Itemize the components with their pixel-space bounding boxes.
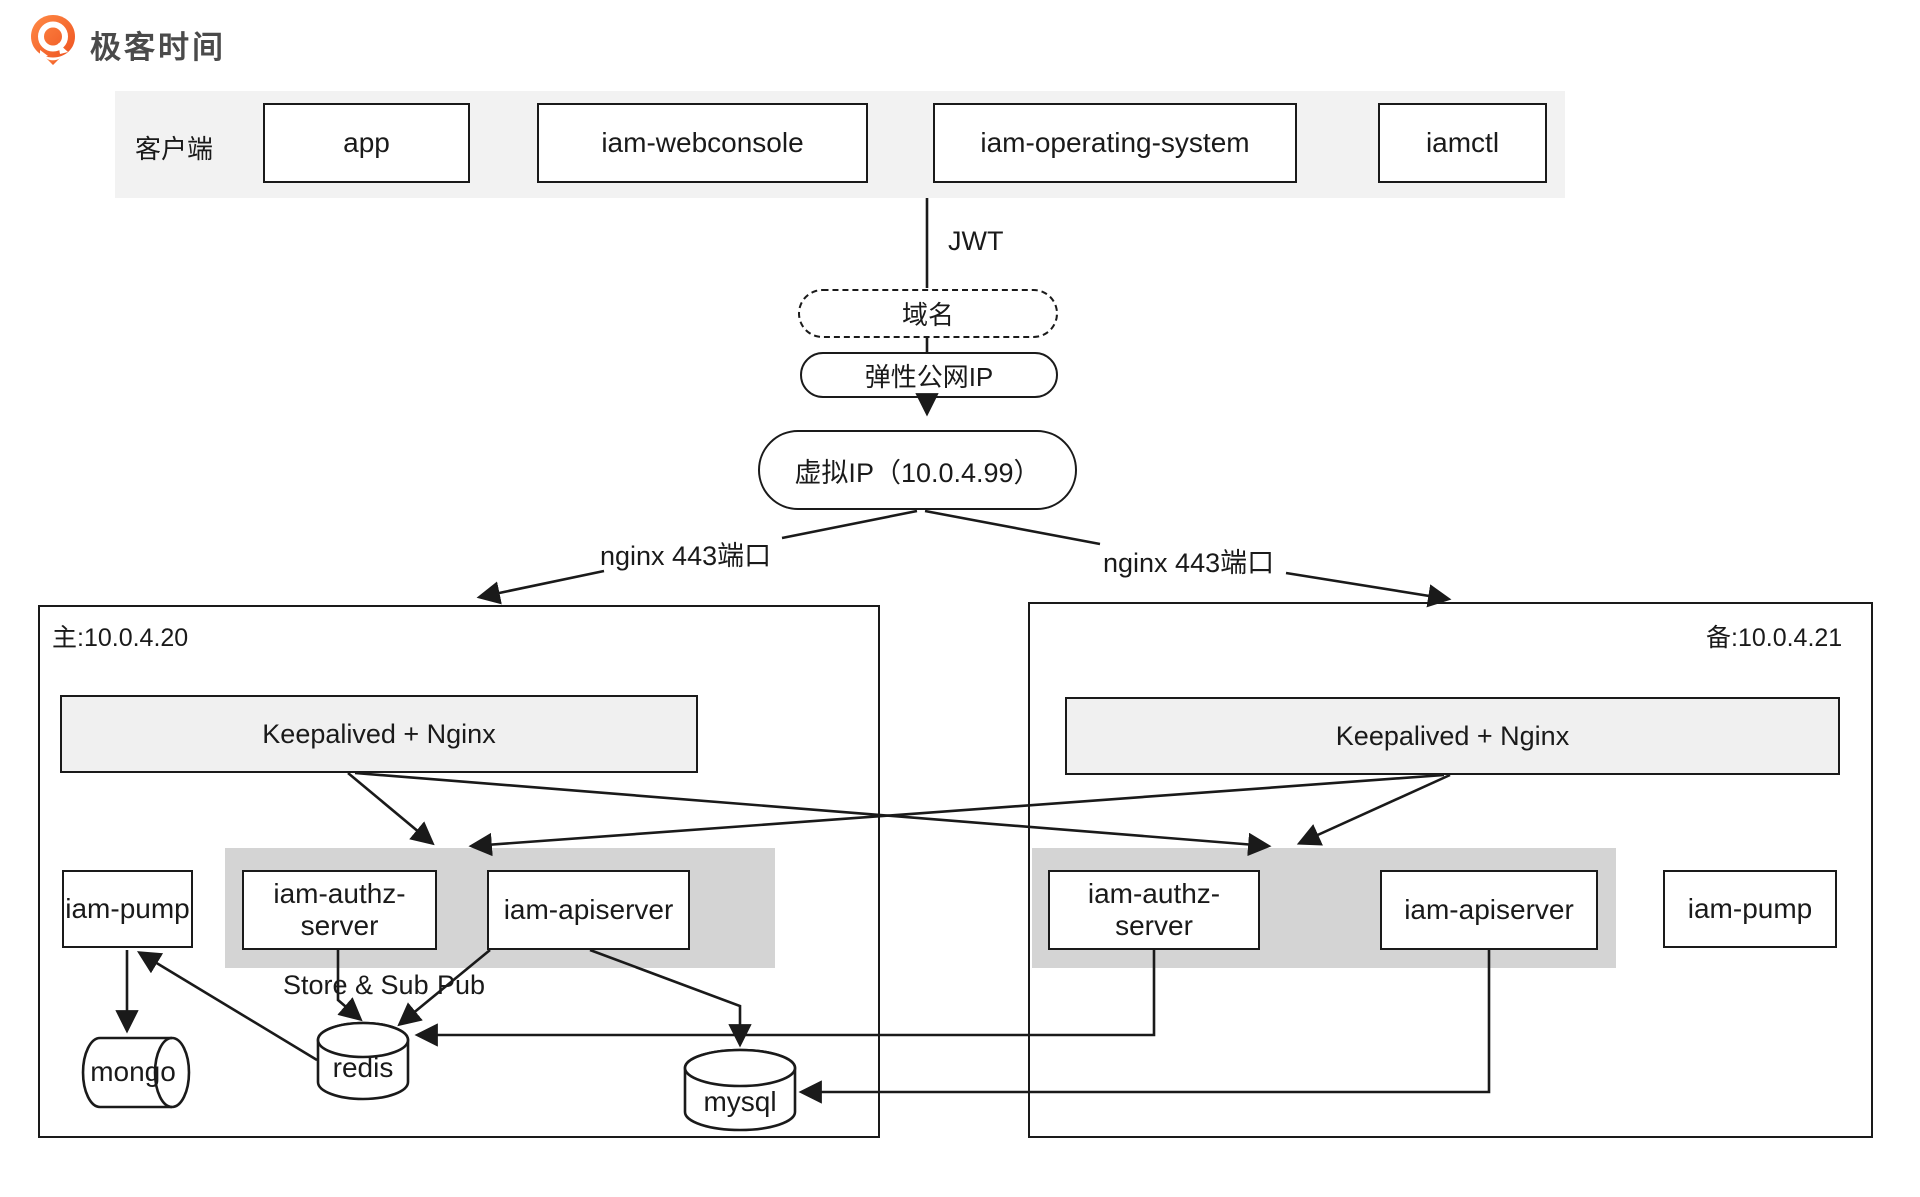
client-box-iam-webconsole: iam-webconsole bbox=[537, 103, 868, 183]
brand-name: 极客时间 bbox=[90, 30, 226, 65]
backup-host-title: 备:10.0.4.21 bbox=[1706, 624, 1843, 652]
wire-vip-right-b bbox=[1285, 571, 1452, 608]
master-iam-apiserver-box: iam-apiserver bbox=[487, 870, 690, 950]
virtual-ip-node: 虚拟IP（10.0.4.99） bbox=[758, 430, 1077, 510]
master-iam-pump-box: iam-pump bbox=[62, 870, 193, 948]
nginx-port-label-right: nginx 443端口 bbox=[1103, 548, 1275, 578]
backup-iam-pump-box: iam-pump bbox=[1663, 870, 1837, 948]
client-band-label: 客户端 bbox=[135, 134, 214, 164]
wire-vip-left-a bbox=[781, 509, 918, 540]
client-box-iamctl: iamctl bbox=[1378, 103, 1547, 183]
wire-vip-right-a bbox=[924, 509, 1101, 546]
master-host-title: 主:10.0.4.20 bbox=[52, 624, 189, 652]
pub-label: Pub bbox=[437, 970, 486, 1000]
backup-iam-apiserver-box: iam-apiserver bbox=[1380, 870, 1598, 950]
nginx-port-label-left: nginx 443端口 bbox=[600, 541, 772, 571]
client-box-app: app bbox=[263, 103, 470, 183]
backup-keepalived-nginx-bar: Keepalived + Nginx bbox=[1065, 697, 1840, 775]
jwt-label: JWT bbox=[948, 226, 1004, 256]
elastic-public-ip-node: 弹性公网IP bbox=[800, 352, 1058, 398]
client-box-iam-operating-system: iam-operating-system bbox=[933, 103, 1297, 183]
master-iam-authz-server-box: iam-authz-server bbox=[242, 870, 437, 950]
geektime-logo-icon bbox=[31, 15, 75, 65]
backup-iam-authz-server-box: iam-authz-server bbox=[1048, 870, 1260, 950]
wire-vip-left-b bbox=[476, 569, 605, 605]
master-keepalived-nginx-bar: Keepalived + Nginx bbox=[60, 695, 698, 773]
domain-node: 域名 bbox=[798, 289, 1058, 338]
brand-logo: 极客时间 bbox=[30, 14, 330, 66]
store-sub-label: Store & Sub bbox=[283, 970, 429, 1000]
